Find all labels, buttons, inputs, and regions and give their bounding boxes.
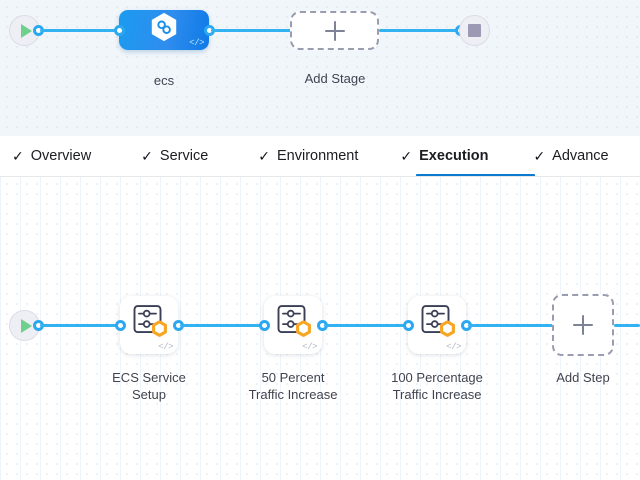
- tab-label: Advance: [552, 148, 609, 164]
- play-icon: [20, 23, 32, 38]
- code-glyph-icon: </>: [189, 38, 204, 48]
- stage-wire-add-to-end: [379, 29, 462, 32]
- step-card-ecs-service-setup[interactable]: </>: [120, 296, 178, 354]
- hexagon-badge: [152, 320, 167, 337]
- tab-overview[interactable]: ✓ Overview: [0, 136, 141, 176]
- tab-label: Execution: [419, 148, 489, 164]
- step-3-in-dot[interactable]: [403, 320, 414, 331]
- tab-execution[interactable]: ✓ Execution: [400, 136, 536, 176]
- stage-wire-ecs-to-add: [211, 29, 291, 32]
- tab-label: Overview: [30, 148, 92, 164]
- stage-end-node[interactable]: [459, 15, 490, 46]
- tabbar: ✓ Overview ✓ Service ✓ Environment ✓ Exe…: [0, 136, 640, 177]
- step-2-in-dot[interactable]: [259, 320, 270, 331]
- tab-environment[interactable]: ✓ Environment: [258, 136, 400, 176]
- add-stage-button[interactable]: [290, 11, 379, 50]
- step-wire-1-to-2: [180, 324, 265, 327]
- step-settings-icon: [129, 302, 169, 347]
- step-wire-3-to-add: [468, 324, 553, 327]
- stage-canvas[interactable]: </> ecs Add Stage: [0, 0, 640, 136]
- tab-label: Environment: [277, 148, 359, 164]
- code-glyph-icon: </>: [158, 342, 173, 352]
- step-settings-icon: [417, 302, 457, 347]
- check-icon: ✓: [533, 148, 546, 164]
- step-wire-start-to-1: [40, 324, 123, 327]
- step-card-label: 50 Percent Traffic Increase: [248, 370, 338, 402]
- step-settings-icon: [273, 302, 313, 347]
- stage-node-ecs[interactable]: </>: [119, 10, 209, 50]
- step-wire-add-to-right-edge: [614, 324, 640, 327]
- step-card-100-percentage-traffic-increase[interactable]: </>: [408, 296, 466, 354]
- tab-underline: [416, 173, 536, 176]
- add-step-button[interactable]: [552, 294, 614, 356]
- stage-ecs-in-dot[interactable]: [114, 25, 125, 36]
- plus-icon: [573, 315, 593, 335]
- code-glyph-icon: </>: [302, 342, 317, 352]
- tab-service[interactable]: ✓ Service: [141, 136, 258, 176]
- check-icon: ✓: [12, 148, 24, 164]
- tab-label: Service: [159, 148, 209, 164]
- step-1-in-dot[interactable]: [115, 320, 126, 331]
- hexagon-badge: [440, 320, 455, 337]
- execution-steps-canvas[interactable]: </> ECS Service Setup: [0, 177, 640, 480]
- step-wire-2-to-3: [324, 324, 409, 327]
- check-icon: ✓: [141, 148, 153, 164]
- step-card-label: ECS Service Setup: [112, 370, 186, 402]
- add-stage-label: Add Stage: [304, 71, 366, 86]
- step-card-50-percent-traffic-increase[interactable]: </>: [264, 296, 322, 354]
- tab-advanced[interactable]: ✓ Advance: [533, 136, 609, 176]
- hexagon-badge: [296, 320, 311, 337]
- check-icon: ✓: [400, 148, 413, 164]
- code-glyph-icon: </>: [446, 342, 461, 352]
- add-step-label: Add Step: [556, 370, 610, 385]
- stage-wire-start-to-ecs: [40, 29, 120, 32]
- stage-node-label: ecs: [153, 73, 175, 88]
- step-card-label: 100 Percentage Traffic Increase: [391, 370, 483, 402]
- plus-icon: [324, 20, 345, 41]
- hexagon-chain-icon: [147, 11, 181, 50]
- play-icon: [20, 318, 32, 333]
- stop-icon: [468, 24, 481, 37]
- check-icon: ✓: [258, 148, 270, 164]
